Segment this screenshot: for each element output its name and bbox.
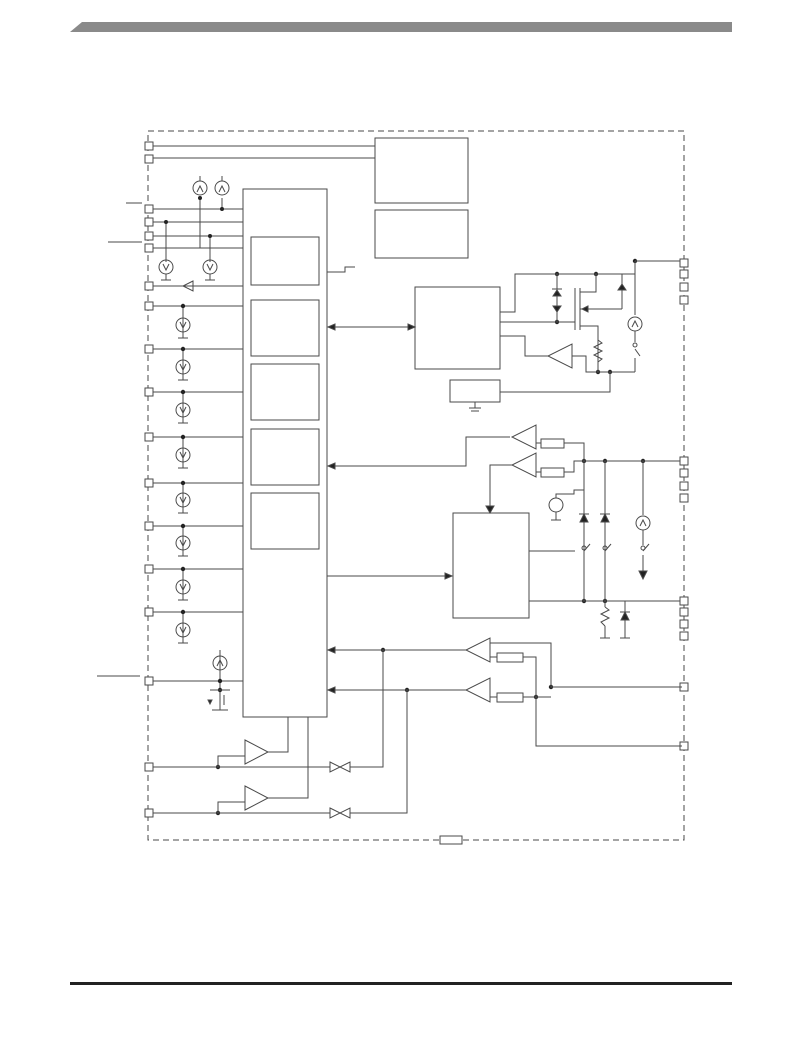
register-block-4 — [250, 428, 320, 486]
comparator — [510, 452, 537, 478]
amplifier — [244, 739, 270, 765]
footer-rule — [70, 982, 732, 985]
resistor — [496, 652, 524, 663]
current-sources — [158, 176, 230, 710]
zener-diode — [579, 512, 589, 523]
wire — [500, 273, 635, 313]
pin — [144, 478, 154, 488]
register-block-3 — [250, 363, 320, 421]
package-tab — [439, 835, 463, 845]
pin — [144, 387, 154, 397]
buffer — [181, 280, 194, 292]
pin — [144, 762, 154, 772]
wire — [153, 755, 245, 768]
wire — [268, 717, 289, 753]
left-pins — [144, 141, 154, 818]
resistor — [599, 606, 611, 627]
pin — [144, 217, 154, 227]
main-logic-block — [242, 188, 328, 718]
arrows — [326, 323, 510, 694]
register-block-2 — [250, 299, 320, 357]
pin — [144, 808, 154, 818]
resistor — [540, 467, 565, 478]
pin — [144, 676, 154, 686]
right-pins-top — [679, 258, 689, 305]
resistor — [592, 339, 604, 363]
wire — [500, 335, 548, 357]
pin — [144, 564, 154, 574]
gnd-block — [449, 379, 501, 403]
comparator — [546, 343, 573, 369]
pin — [144, 204, 154, 214]
switch — [581, 543, 591, 552]
pin — [144, 154, 154, 164]
junctions — [164, 196, 646, 816]
zener-diode — [600, 461, 610, 601]
transmission-gate — [329, 807, 351, 819]
pin — [144, 521, 154, 531]
resistor — [496, 692, 524, 703]
amplifier — [244, 785, 270, 811]
pin — [144, 281, 154, 291]
pin — [144, 141, 154, 151]
low-side-driver-block — [452, 512, 530, 619]
current-source — [635, 461, 651, 581]
diode — [617, 283, 627, 291]
fet-cluster — [207, 689, 230, 711]
high-side-driver-block — [414, 286, 501, 370]
switch — [602, 543, 612, 552]
left-wires — [153, 198, 243, 682]
wire — [153, 801, 245, 814]
pin — [144, 607, 154, 617]
register-block-5 — [250, 492, 320, 550]
wire — [572, 355, 635, 373]
pin — [144, 231, 154, 241]
header-bar — [70, 22, 732, 32]
wire — [268, 717, 309, 799]
pin — [144, 243, 154, 253]
wire — [350, 690, 408, 814]
voltage-source — [548, 489, 584, 521]
resistor — [540, 438, 565, 449]
wire — [327, 266, 355, 273]
top-right-block-b — [374, 209, 469, 259]
comparator — [464, 677, 491, 703]
current-source — [214, 176, 230, 196]
current-source — [627, 316, 643, 332]
current-source — [158, 259, 174, 281]
pin — [144, 432, 154, 442]
pin — [144, 344, 154, 354]
wire — [500, 372, 611, 393]
comparator — [510, 424, 537, 450]
current-source — [192, 176, 208, 196]
wire — [350, 650, 384, 768]
top-right-block-a — [374, 137, 469, 204]
register-block-1 — [250, 236, 320, 286]
zener-diode — [620, 601, 630, 639]
transmission-gate — [329, 761, 351, 773]
comparator — [464, 637, 491, 663]
pin — [144, 301, 154, 311]
zener-diode — [552, 274, 562, 322]
ic-boundary — [147, 130, 685, 841]
current-source — [202, 259, 218, 281]
